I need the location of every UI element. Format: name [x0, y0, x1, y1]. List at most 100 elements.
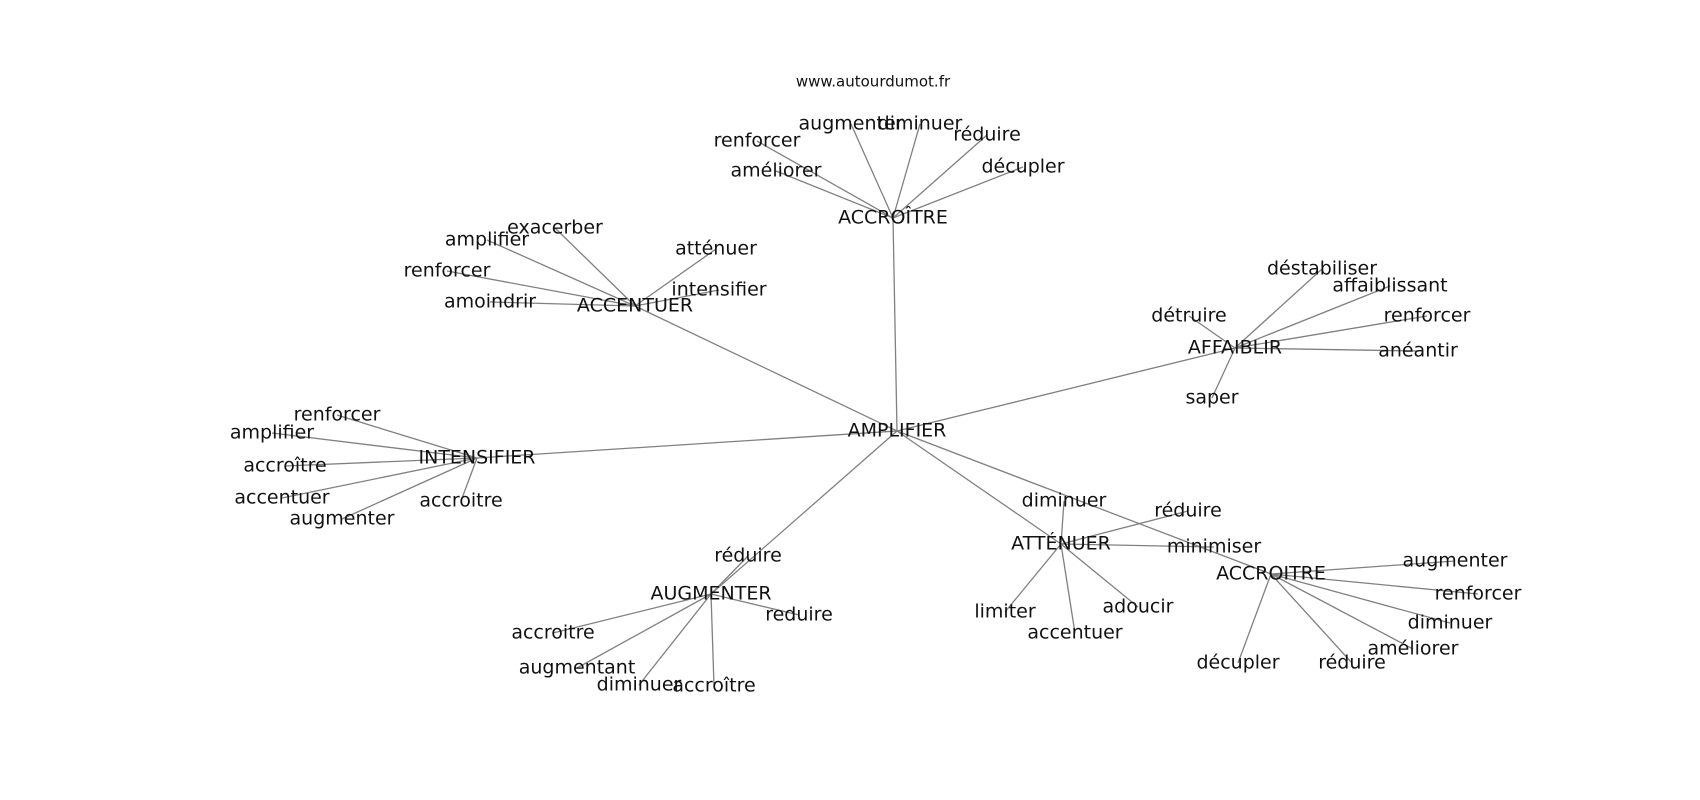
- leaf-word[interactable]: augmentant: [519, 657, 636, 679]
- leaf-word[interactable]: intensifier: [671, 279, 766, 301]
- leaf-word[interactable]: diminuer: [1408, 612, 1493, 634]
- leaf-word[interactable]: réduire: [1154, 500, 1222, 522]
- leaf-word[interactable]: renforcer: [404, 260, 491, 282]
- leaf-word[interactable]: anéantir: [1378, 340, 1458, 362]
- edge-hub-word: [892, 166, 1024, 219]
- edge-hub-word: [892, 123, 921, 219]
- edge-hub-word: [1060, 543, 1215, 548]
- edge-hub-word: [554, 227, 636, 307]
- edge-hub-word: [1004, 543, 1062, 613]
- leaf-word[interactable]: renforcer: [1435, 583, 1522, 605]
- leaf-word[interactable]: augmenter: [1403, 550, 1508, 572]
- edge-center-hub: [476, 430, 898, 459]
- hub-word[interactable]: ACCROÎTRE: [838, 206, 948, 229]
- leaf-word[interactable]: diminuer: [878, 113, 963, 135]
- leaf-word[interactable]: amplifier: [230, 422, 314, 444]
- edge-hub-word: [638, 593, 712, 686]
- hub-word[interactable]: ACCROITRE: [1216, 563, 1326, 585]
- leaf-word[interactable]: minimiser: [1167, 536, 1261, 558]
- watermark: www.autourdumot.fr: [796, 73, 951, 91]
- edge-hub-word: [1060, 500, 1065, 545]
- leaf-word[interactable]: décupler: [981, 156, 1064, 178]
- leaf-word[interactable]: amplifier: [445, 229, 529, 251]
- edge-hub-word: [576, 593, 712, 669]
- edge-hub-word: [892, 134, 988, 219]
- leaf-word[interactable]: décupler: [1196, 652, 1279, 674]
- edge-hub-word: [850, 123, 894, 219]
- leaf-word[interactable]: accroitre: [419, 490, 502, 512]
- edge-hub-word: [1270, 573, 1353, 664]
- leaf-word[interactable]: diminuer: [1022, 490, 1107, 512]
- leaf-word[interactable]: améliorer: [731, 160, 822, 182]
- leaf-word[interactable]: améliorer: [1368, 638, 1459, 660]
- leaf-word[interactable]: renforcer: [294, 404, 381, 426]
- leaf-word[interactable]: accroitre: [511, 622, 594, 644]
- leaf-word[interactable]: atténuer: [675, 238, 757, 260]
- leaf-word[interactable]: diminuer: [597, 674, 682, 696]
- edge-hub-word: [281, 457, 478, 499]
- edge-hub-word: [1270, 560, 1456, 575]
- leaf-word[interactable]: réduire: [714, 545, 782, 567]
- edge-hub-word: [1211, 347, 1236, 399]
- edge-hub-word: [1234, 347, 1419, 352]
- leaf-word[interactable]: renforcer: [1384, 305, 1471, 327]
- graph-edges: [271, 123, 1479, 687]
- graph-labels: www.autourdumot.fr AMPLIFIER ACCROÎTRE ren…: [230, 73, 1522, 697]
- edge-center-hub: [634, 305, 898, 432]
- leaf-word[interactable]: renforcer: [714, 130, 801, 152]
- edge-hub-word: [1270, 573, 1451, 624]
- leaf-word[interactable]: accentuer: [1027, 622, 1122, 644]
- leaf-word[interactable]: accroître: [672, 675, 755, 697]
- leaf-word[interactable]: saper: [1185, 387, 1238, 409]
- edge-hub-word: [1270, 573, 1479, 595]
- edge-hub-word: [1234, 268, 1323, 349]
- edge-center-hub: [896, 430, 1272, 575]
- edge-hub-word: [460, 457, 478, 502]
- leaf-word[interactable]: déstabiliser: [1267, 258, 1377, 280]
- leaf-word[interactable]: réduire: [1318, 652, 1386, 674]
- edge-hub-word: [1060, 543, 1076, 634]
- hub-word[interactable]: AUGMENTER: [650, 583, 771, 605]
- edge-hub-word: [1234, 315, 1428, 349]
- leaf-word[interactable]: limiter: [974, 601, 1035, 623]
- leaf-word[interactable]: amoindrir: [444, 291, 536, 313]
- edge-hub-word: [1188, 315, 1236, 349]
- edge-hub-word: [271, 432, 478, 459]
- hub-word[interactable]: INTENSIFIER: [418, 447, 535, 469]
- edge-hub-word: [486, 239, 636, 307]
- leaf-word[interactable]: accentuer: [234, 487, 329, 509]
- leaf-word[interactable]: réduire: [953, 124, 1021, 146]
- edge-hub-word: [552, 593, 712, 634]
- edge-center-hub: [892, 217, 898, 432]
- edge-hub-word: [489, 301, 636, 307]
- edge-center-hub: [710, 430, 898, 595]
- center-word[interactable]: AMPLIFIER: [848, 420, 947, 442]
- edge-hub-word: [634, 248, 717, 307]
- edge-hub-word: [446, 270, 636, 307]
- hub-word[interactable]: ATTÉNUER: [1011, 532, 1111, 555]
- edge-hub-word: [1060, 543, 1139, 608]
- edge-hub-word: [1060, 510, 1189, 545]
- edge-hub-word: [336, 414, 478, 459]
- leaf-word[interactable]: affaiblissant: [1332, 275, 1447, 297]
- leaf-word[interactable]: accroître: [243, 455, 326, 477]
- leaf-word[interactable]: reduire: [765, 604, 833, 626]
- hub-word[interactable]: ACCENTUER: [577, 295, 693, 317]
- leaf-word[interactable]: exacerber: [507, 217, 603, 239]
- edge-hub-word: [775, 170, 894, 219]
- edge-hub-word: [710, 593, 800, 616]
- leaf-word[interactable]: détruire: [1151, 305, 1226, 327]
- edge-hub-word: [710, 593, 715, 687]
- leaf-word[interactable]: adoucir: [1103, 596, 1174, 618]
- edge-hub-word: [634, 289, 720, 307]
- edge-center-hub: [896, 430, 1062, 545]
- edge-hub-word: [756, 140, 894, 219]
- edge-hub-word: [1270, 573, 1414, 650]
- edge-center-hub: [896, 347, 1236, 432]
- leaf-word[interactable]: augmenter: [290, 508, 395, 530]
- leaf-word[interactable]: augmenter: [799, 113, 904, 135]
- edge-hub-word: [341, 457, 478, 520]
- hub-word[interactable]: AFFAIBLIR: [1188, 337, 1282, 359]
- edge-hub-word: [284, 457, 478, 467]
